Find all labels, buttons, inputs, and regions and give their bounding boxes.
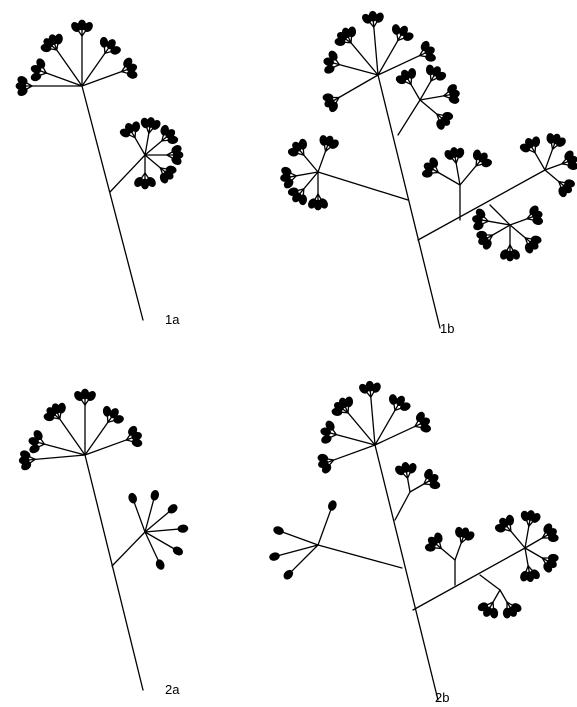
primary-ray xyxy=(525,548,542,558)
primary-ray xyxy=(420,81,431,100)
primary-ray xyxy=(525,538,542,548)
primary-ray xyxy=(371,397,375,445)
primary-ray xyxy=(57,50,82,86)
primary-ray xyxy=(408,478,410,492)
primary-ray xyxy=(493,590,500,602)
primary-ray xyxy=(82,72,121,86)
flower-bud xyxy=(171,545,184,558)
ray xyxy=(279,531,318,545)
primary-ray xyxy=(456,163,460,185)
flower-bud xyxy=(272,525,285,536)
flower-bud xyxy=(503,608,511,619)
panel-label-2b: 2b xyxy=(435,690,449,705)
primary-ray xyxy=(410,484,424,492)
flower-bud xyxy=(127,492,138,505)
primary-ray xyxy=(85,422,108,455)
primary-ray xyxy=(460,166,476,185)
primary-ray xyxy=(493,225,510,235)
flower-bud xyxy=(548,534,559,542)
flower-bud xyxy=(149,489,160,502)
primary-ray xyxy=(85,440,126,455)
primary-ray xyxy=(535,153,545,170)
ray xyxy=(145,495,155,532)
panel-2a: 2a xyxy=(18,389,188,697)
primary-ray xyxy=(145,155,160,168)
side-branch xyxy=(395,492,410,520)
primary-ray xyxy=(336,435,375,445)
side-branch xyxy=(398,100,420,135)
primary-ray xyxy=(525,526,529,548)
primary-ray xyxy=(420,96,444,100)
flower-bud xyxy=(323,93,334,101)
primary-ray xyxy=(510,225,525,238)
panel-1b: 1b xyxy=(279,10,577,336)
primary-ray xyxy=(374,27,378,75)
primary-ray xyxy=(545,149,553,170)
flower-bud xyxy=(268,551,281,562)
primary-ray xyxy=(339,65,378,75)
side-branch xyxy=(413,548,525,610)
panel-1a: 1a xyxy=(16,20,184,327)
main-stem xyxy=(82,86,143,320)
panel-label-2a: 2a xyxy=(165,682,180,697)
primary-ray xyxy=(411,84,420,100)
side-branch xyxy=(418,170,545,240)
ray xyxy=(145,529,183,532)
primary-ray xyxy=(348,413,375,445)
primary-ray xyxy=(500,590,507,602)
side-branch xyxy=(318,172,408,200)
primary-ray xyxy=(304,155,318,172)
side-branch xyxy=(480,575,500,590)
panel-2b: 2b xyxy=(268,380,558,705)
primary-ray xyxy=(455,543,461,560)
primary-ray xyxy=(339,75,378,98)
primary-ray xyxy=(135,138,145,155)
primary-ray xyxy=(334,445,375,460)
flower-bud xyxy=(327,499,338,512)
main-stem xyxy=(375,445,438,700)
primary-ray xyxy=(438,173,460,186)
primary-ray xyxy=(420,100,437,114)
primary-ray xyxy=(545,170,559,182)
panel-label-1b: 1b xyxy=(440,321,454,336)
panel-label-1a: 1a xyxy=(165,312,180,327)
primary-ray xyxy=(510,219,527,225)
flower-bud xyxy=(177,524,188,533)
primary-ray xyxy=(441,548,455,560)
flower-bud xyxy=(154,558,166,571)
main-stem xyxy=(85,455,143,690)
side-branch xyxy=(318,545,402,568)
ray xyxy=(318,506,332,545)
primary-ray xyxy=(82,53,105,86)
primary-ray xyxy=(318,151,326,172)
primary-ray xyxy=(351,43,378,75)
ray xyxy=(145,509,173,532)
primary-ray xyxy=(525,548,528,566)
main-stem xyxy=(378,75,440,328)
primary-ray xyxy=(46,73,82,86)
primary-ray xyxy=(35,455,85,459)
primary-ray xyxy=(511,531,525,548)
flower-bud xyxy=(476,231,487,239)
side-branch xyxy=(110,155,145,192)
side-branch xyxy=(112,532,145,566)
